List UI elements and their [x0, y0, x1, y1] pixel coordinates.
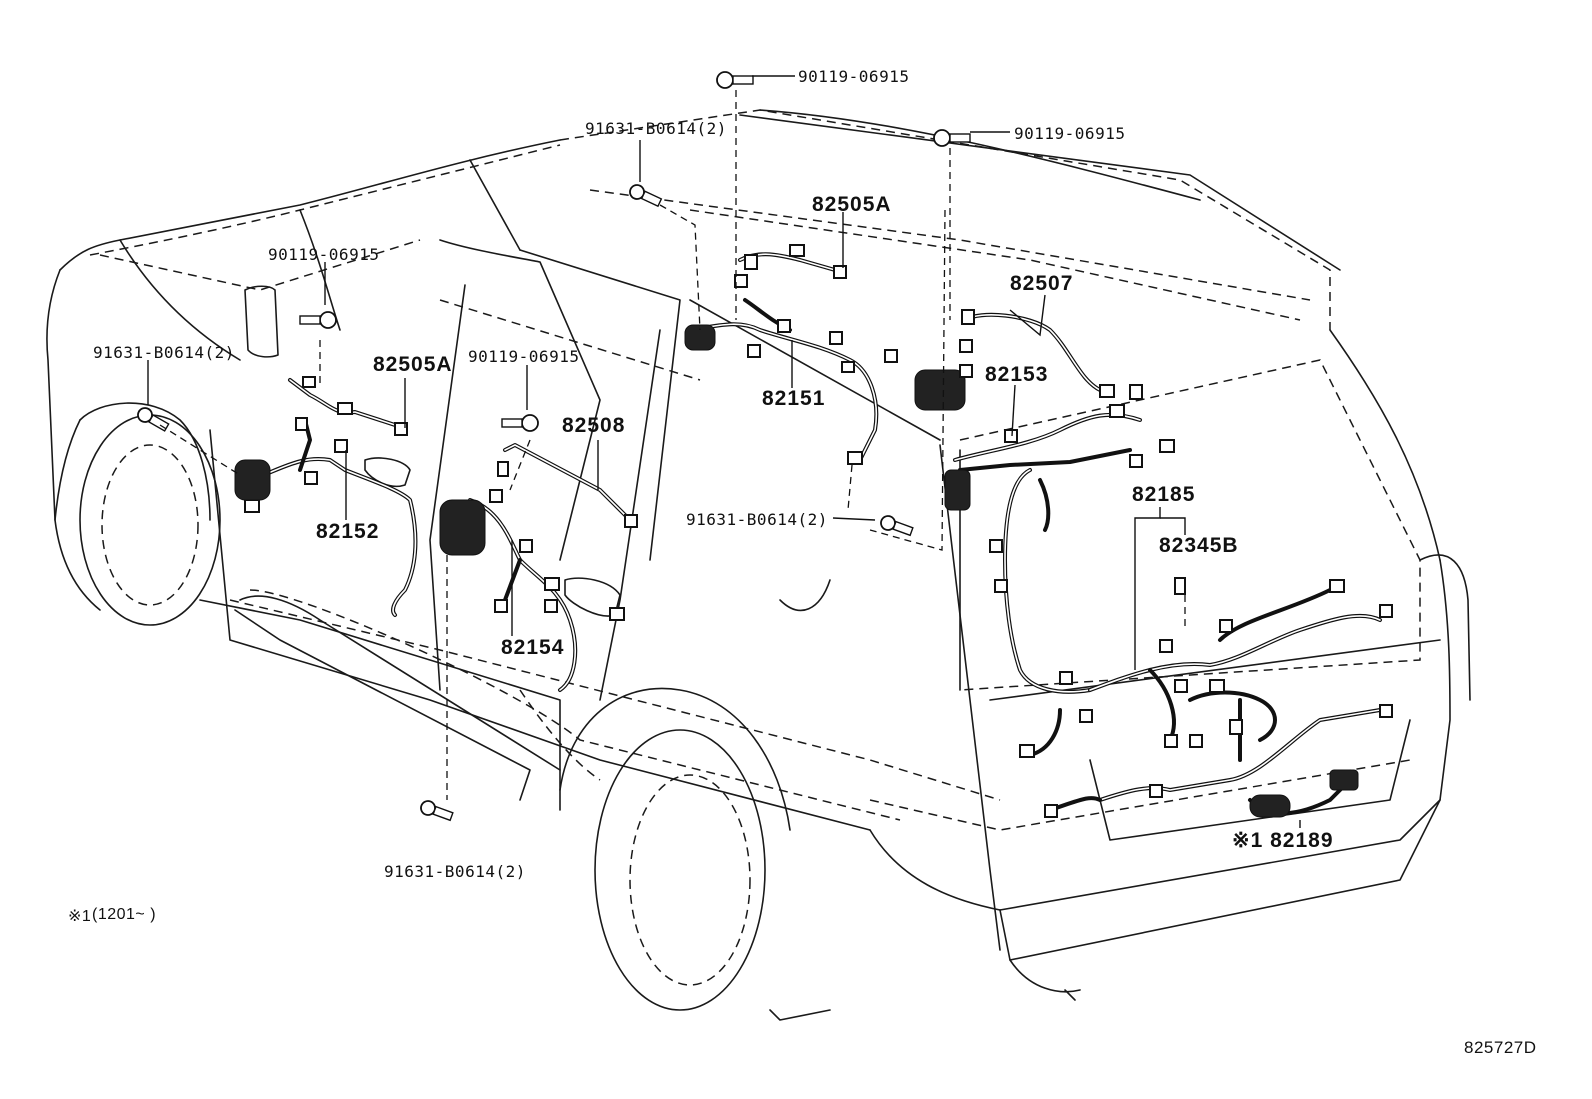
part-label: 82152	[316, 520, 380, 543]
screw-icon	[880, 515, 914, 537]
part-label: 82345B	[1159, 534, 1239, 557]
leader-lines	[147, 75, 1301, 828]
part-label: 90119-06915	[268, 245, 380, 264]
part-label: 82154	[501, 636, 565, 659]
bolt-icon	[501, 414, 539, 432]
wire-harness-back-door	[1028, 588, 1382, 816]
footnote-mark: ※1	[68, 908, 92, 925]
footnote-text: (1201~ )	[92, 906, 157, 923]
connectors	[234, 244, 1393, 818]
screw-icon	[420, 800, 454, 822]
part-label: 82505A	[812, 193, 892, 216]
bolt-icon	[933, 129, 971, 147]
screw-icon	[629, 184, 663, 208]
bolt-icon	[299, 311, 337, 329]
part-label: 82153	[985, 363, 1049, 386]
part-label: ※1 82189	[1232, 829, 1334, 852]
vehicle-outline	[46, 109, 1471, 1021]
part-label: 90119-06915	[468, 347, 580, 366]
bolt-icon	[716, 71, 754, 89]
wire-harness-rear-quarter	[953, 412, 1142, 694]
part-label: 90119-06915	[798, 67, 910, 86]
part-label: 91631-B0614(2)	[384, 862, 526, 881]
part-label: 91631-B0614(2)	[93, 343, 235, 362]
part-label: 91631-B0614(2)	[585, 119, 727, 138]
part-label: 82185	[1132, 483, 1196, 506]
part-label: 82505A	[373, 353, 453, 376]
figure-code: 825727D	[1464, 1038, 1537, 1057]
part-label: 91631-B0614(2)	[686, 510, 828, 529]
wire-harness-front-door	[248, 378, 418, 617]
part-label: 90119-06915	[1014, 124, 1126, 143]
part-label: 82508	[562, 414, 626, 437]
fasteners	[137, 71, 971, 822]
part-label: 82151	[762, 387, 826, 410]
part-label: 82507	[1010, 272, 1074, 295]
